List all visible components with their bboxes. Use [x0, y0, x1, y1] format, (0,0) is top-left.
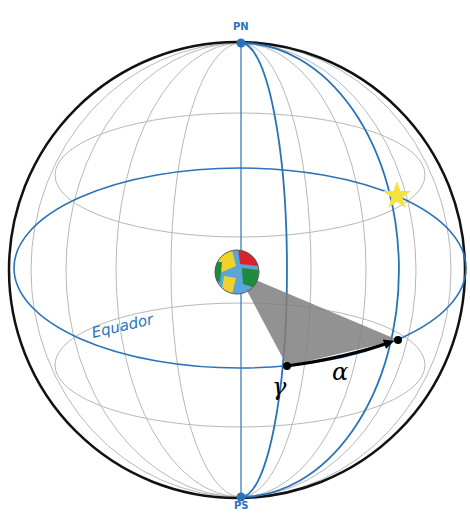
north-pole-dot [237, 39, 246, 48]
star [383, 181, 411, 208]
pole-label: PS [234, 500, 249, 511]
earth-outline [215, 250, 259, 294]
right-ascension-label: α [332, 358, 348, 386]
equator-label: Equador [90, 310, 155, 342]
sphere-outline [9, 42, 465, 498]
pole-label: PN [233, 21, 249, 32]
grid-lines [31, 43, 451, 497]
earth [214, 248, 259, 294]
alpha-point [394, 336, 402, 344]
meridian-gamma [241, 43, 287, 497]
angle-sector [237, 272, 398, 366]
meridian-star [241, 43, 399, 497]
vernal-point-label: γ [272, 373, 286, 401]
gamma-point [283, 362, 291, 370]
